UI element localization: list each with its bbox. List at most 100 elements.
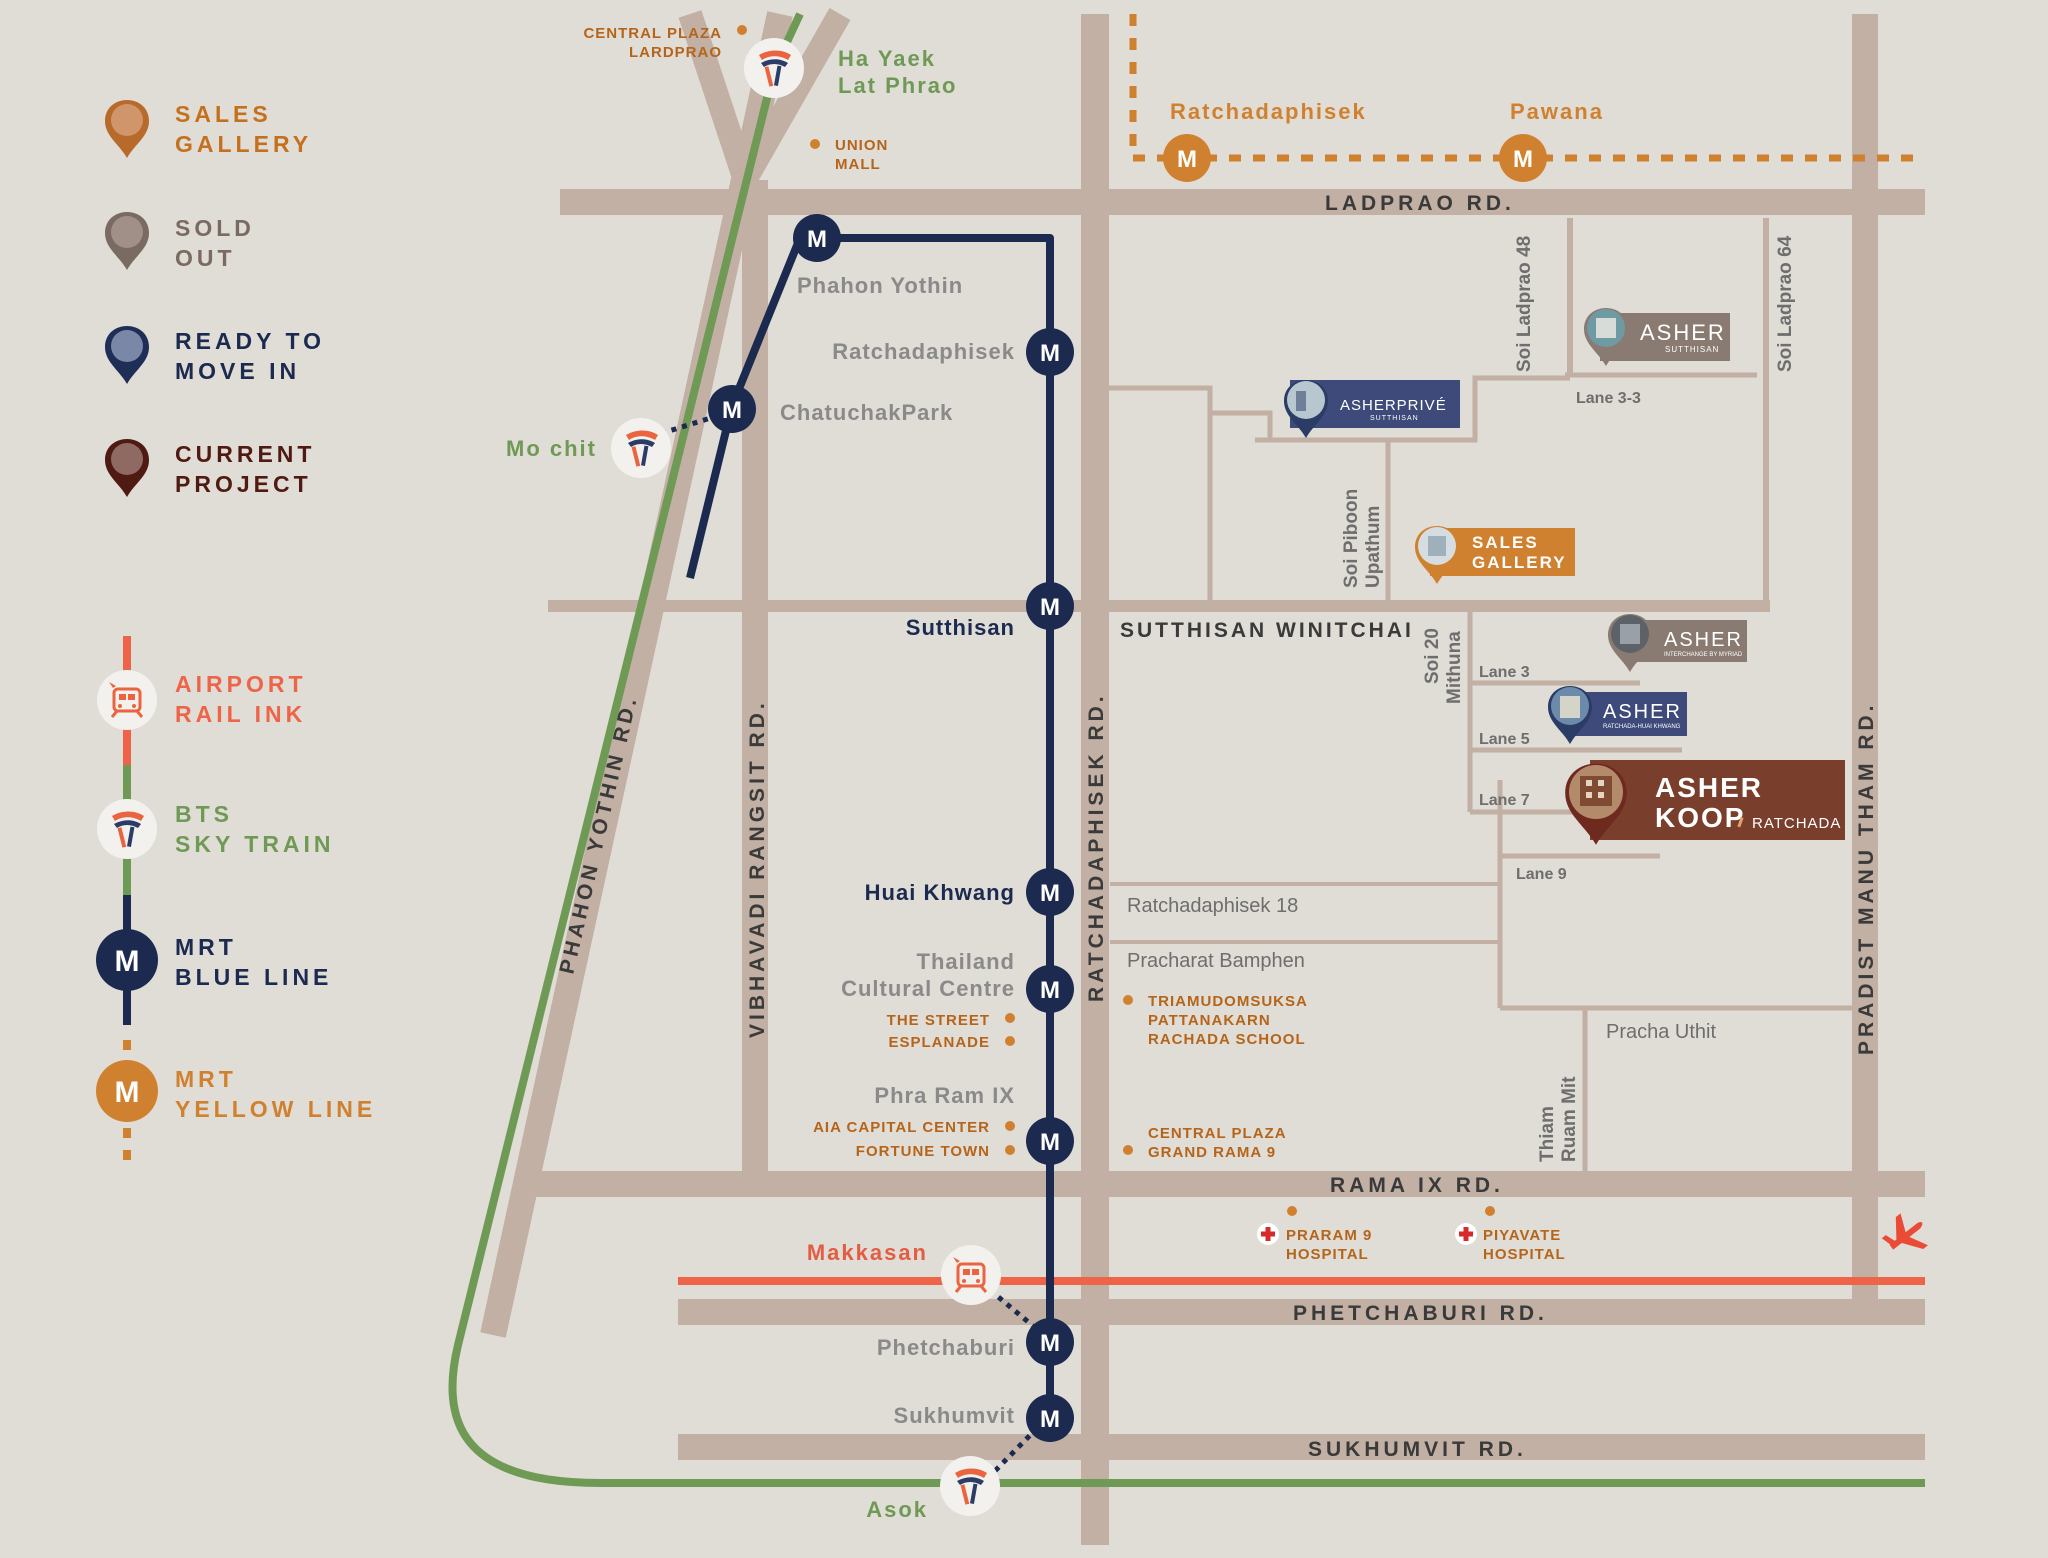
legend-label-current-2: PROJECT (175, 471, 312, 497)
pois: CENTRAL PLAZA LARDPRAO UNION MALL THE ST… (583, 25, 1936, 1265)
mrt-symbol-icon: M (115, 945, 140, 978)
soi-labels: Soi Ladprao 48 Soi Ladprao 64 Soi Piboon… (1127, 235, 1796, 1162)
project-asher-ratchada[interactable]: ASHER RATCHADA-HUAI KHWANG (1548, 686, 1687, 744)
road-label-ratchadaphisek-18: Ratchadaphisek 18 (1127, 895, 1298, 917)
poi-central-rama9-2: GRAND RAMA 9 (1148, 1144, 1276, 1161)
project-asher-sutthisan[interactable]: ASHER SUTTHISAN (1584, 308, 1730, 366)
transit-lines (448, 12, 1925, 1487)
mrt-symbol-icon: M (722, 397, 742, 424)
mrt-station-phetchaburi[interactable]: M (1026, 1318, 1074, 1366)
mrt-symbol-icon: M (115, 1076, 140, 1109)
mrt-stations: M M M M M M M M M M M (708, 134, 1547, 1442)
hospital-cross-icon (1455, 1223, 1477, 1245)
project-sales-gallery[interactable]: SALES GALLERY (1415, 526, 1575, 584)
station-label-phra-ram-9: Phra Ram IX (874, 1083, 1015, 1108)
legend-item-ready-to-move-in: READY TO MOVE IN (105, 326, 325, 384)
poi-union-mall-2: MALL (835, 156, 881, 173)
lane-label-3: Lane 3 (1479, 664, 1530, 681)
legend-label-arl-2: RAIL INK (175, 701, 306, 727)
project-asher-koop[interactable]: ASHER KOOP RATCHADA (1565, 760, 1845, 845)
soi-label-ladprao-48: Soi Ladprao 48 (1514, 236, 1535, 372)
project-asher-interchange-sub: INTERCHANGE BY MYRIAD (1664, 652, 1743, 658)
project-asher-interchange-name: ASHER (1664, 629, 1743, 651)
mrt-yellow-line (1129, 14, 1925, 162)
mrt-station-phahon-yothin[interactable]: M (793, 214, 841, 262)
projects: ASHER SUTTHISAN ASHERPRIVÉ SUTTHISAN SAL… (1284, 308, 1845, 845)
project-asher-prive[interactable]: ASHERPRIVÉ SUTTHISAN (1284, 380, 1460, 438)
arl-station-makkasan[interactable] (939, 1243, 1003, 1307)
ha-yaek-road-a (678, 10, 757, 184)
station-label-phetchaburi: Phetchaburi (877, 1335, 1015, 1360)
project-sales-gallery-2: GALLERY (1472, 553, 1567, 572)
soi-label-mithuna-2: Mithuna (1444, 631, 1465, 704)
station-label-chatuchak: ChatuchakPark (780, 400, 953, 425)
mrt-station-phra-ram-9[interactable]: M (1026, 1117, 1074, 1165)
station-label-thailand-cultural-1: Thailand (917, 949, 1015, 974)
legend-item-bts: BTS SKY TRAIN (97, 799, 331, 859)
soi-label-mithuna-1: Soi 20 (1422, 628, 1443, 684)
bts-station-ha-yaek[interactable] (744, 38, 804, 98)
mrt-yellow-icon: M (96, 1060, 158, 1122)
soi-piboon-road (1108, 385, 1213, 606)
project-asher-koop-sub: RATCHADA (1752, 815, 1841, 832)
station-label-sutthisan: Sutthisan (906, 615, 1015, 640)
bts-station-mo-chit[interactable] (611, 418, 671, 478)
legend-label-sold-out-1: SOLD (175, 215, 255, 241)
lane-label-3-3: Lane 3-3 (1576, 390, 1641, 407)
road-label-ratchadaphisek: RATCHADAPHISEK RD. (1085, 692, 1108, 1002)
road-label-phetchaburi: PHETCHABURI RD. (1293, 1302, 1548, 1325)
road-label-rama9: RAMA IX RD. (1330, 1174, 1504, 1197)
poi-praram9-1: PRARAM 9 (1286, 1227, 1372, 1244)
ha-yaek-road-b (734, 8, 851, 186)
road-label-pradist: PRADIST MANU THAM RD. (1855, 702, 1878, 1055)
station-label-yellow-ratchadaphisek: Ratchadaphisek (1170, 99, 1367, 124)
mrt-yellow-station-pawana[interactable]: M (1499, 134, 1547, 182)
soi-label-thiam-1: Thiam (1537, 1106, 1558, 1162)
poi-central-rama9-1: CENTRAL PLAZA (1148, 1125, 1287, 1142)
mrt-station-thailand-cultural[interactable]: M (1026, 965, 1074, 1013)
mrt-station-huai-khwang[interactable]: M (1026, 868, 1074, 916)
legend-label-sales-gallery-1: SALES (175, 101, 272, 127)
poi-triamudom-3: RACHADA SCHOOL (1148, 1031, 1306, 1048)
poi-central-ladprao-2: LARDPRAO (629, 44, 722, 61)
project-asher-interchange[interactable]: ASHER INTERCHANGE BY MYRIAD (1608, 614, 1747, 672)
legend-label-bts-1: BTS (175, 801, 233, 827)
poi-aia: AIA CAPITAL CENTER (813, 1119, 990, 1136)
project-asher-prive-sub: SUTTHISAN (1370, 415, 1419, 422)
airplane-icon (1876, 1206, 1936, 1265)
soi-label-piboon-1: Soi Piboon (1341, 489, 1362, 588)
station-label-phahon-yothin: Phahon Yothin (797, 273, 963, 298)
mrt-symbol-icon: M (1040, 1406, 1060, 1433)
legend-item-airport-rail: AIRPORT RAIL INK (95, 668, 307, 732)
station-label-pawana: Pawana (1510, 99, 1604, 124)
mrt-station-chatuchak[interactable]: M (708, 385, 756, 433)
mrt-station-sukhumvit[interactable]: M (1026, 1394, 1074, 1442)
poi-piyavate-2: HOSPITAL (1483, 1246, 1566, 1263)
mrt-blue-icon: M (96, 929, 158, 991)
poi-triamudom-1: TRIAMUDOMSUKSA (1148, 993, 1308, 1010)
poi-piyavate-1: PIYAVATE (1483, 1227, 1561, 1244)
road-label-pracha-uthit: Pracha Uthit (1606, 1021, 1716, 1043)
legend-item-mrt-yellow: M MRT YELLOW LINE (96, 1060, 372, 1122)
mrt-symbol-icon: M (1040, 977, 1060, 1004)
mrt-station-ratchadaphisek[interactable]: M (1026, 328, 1074, 376)
station-label-mo-chit: Mo chit (506, 436, 597, 461)
legend-label-ready-1: READY TO (175, 328, 325, 354)
poi-triamudom-2: PATTANAKARN (1148, 1012, 1271, 1029)
bts-stations (611, 38, 1003, 1516)
poi-esplanade: ESPLANADE (888, 1034, 990, 1051)
mrt-station-sutthisan[interactable]: M (1026, 582, 1074, 630)
legend-label-arl-1: AIRPORT (175, 671, 307, 697)
mrt-yellow-station-ratchadaphisek[interactable]: M (1163, 134, 1211, 182)
mrt-symbol-icon: M (1040, 1129, 1060, 1156)
bts-station-asok[interactable] (940, 1456, 1000, 1516)
road-label-phahon-yothin: PHAHON YOTHIN RD. (555, 692, 642, 976)
station-label-ha-yaek-2: Lat Phrao (838, 73, 957, 98)
legend-label-sold-out-2: OUT (175, 245, 236, 271)
soi-label-ladprao-64: Soi Ladprao 64 (1775, 235, 1796, 372)
soi-label-thiam-2: Ruam Mit (1559, 1076, 1580, 1162)
project-asher-sutthisan-name: ASHER (1640, 320, 1726, 345)
mrt-symbol-icon: M (1040, 1330, 1060, 1357)
airport-rail-link-icon (95, 668, 159, 732)
project-sales-gallery-1: SALES (1472, 533, 1539, 552)
